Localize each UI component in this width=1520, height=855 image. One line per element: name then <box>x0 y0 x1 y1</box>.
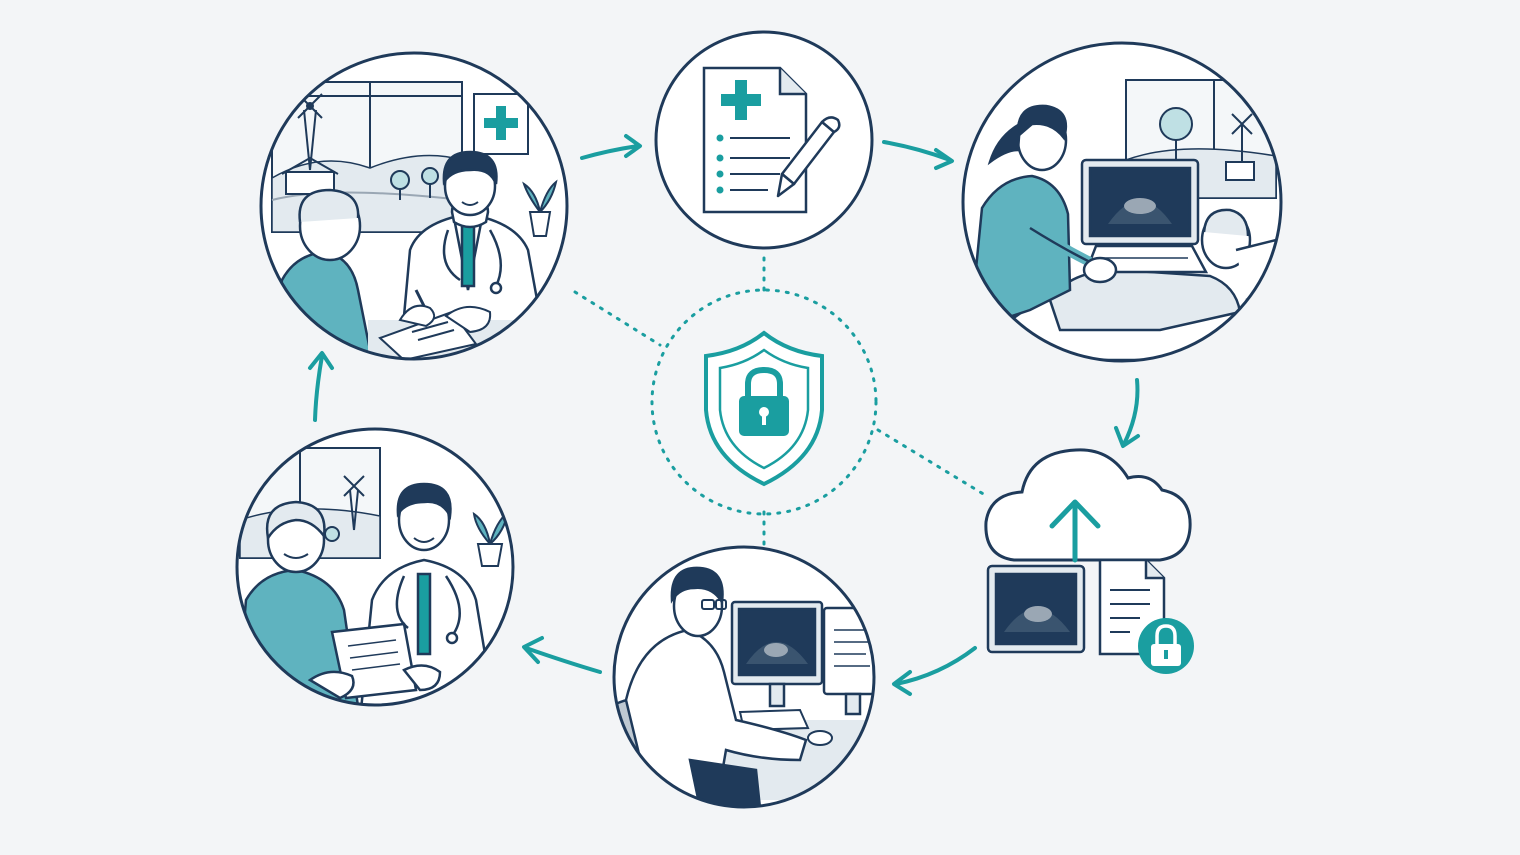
node-consultation <box>259 51 569 361</box>
node-radiologist-review <box>612 545 876 809</box>
shield-lock-icon <box>704 330 824 487</box>
arrow-consultation-to-referral <box>580 134 642 160</box>
arrow-review-to-results <box>522 636 602 674</box>
node-results-discussion <box>235 427 515 707</box>
monitor-scan-icon <box>730 600 824 708</box>
flow-arrows <box>308 134 1140 696</box>
medical-cross-sign-icon <box>473 93 529 155</box>
ultrasound-image-icon <box>986 564 1086 654</box>
connector-consultation <box>573 290 662 347</box>
arrow-scan-to-cloud <box>1114 378 1140 448</box>
document-icon <box>702 66 808 214</box>
node-ultrasound-scan <box>961 41 1283 363</box>
node-secure-cloud-upload <box>984 448 1194 674</box>
report-paper-icon <box>307 622 442 700</box>
node-referral-form <box>654 30 874 250</box>
lock-icon <box>1138 618 1194 674</box>
plant-icon <box>522 179 558 237</box>
upload-arrow-icon <box>1049 499 1101 563</box>
dotted-connectors <box>573 256 987 547</box>
center-dotted-ring <box>650 288 878 516</box>
sonographer-icon <box>968 104 1118 332</box>
arrow-cloud-to-review <box>892 646 977 696</box>
medical-cross-icon <box>721 80 761 120</box>
arrow-referral-to-scan <box>882 140 954 170</box>
arrow-results-to-consultation <box>308 351 334 422</box>
cloud-icon <box>984 448 1192 562</box>
ultrasound-monitor-icon <box>1080 158 1209 274</box>
pen-icon <box>776 116 841 198</box>
connector-cloud <box>876 428 987 497</box>
radiologist-icon <box>624 566 808 807</box>
